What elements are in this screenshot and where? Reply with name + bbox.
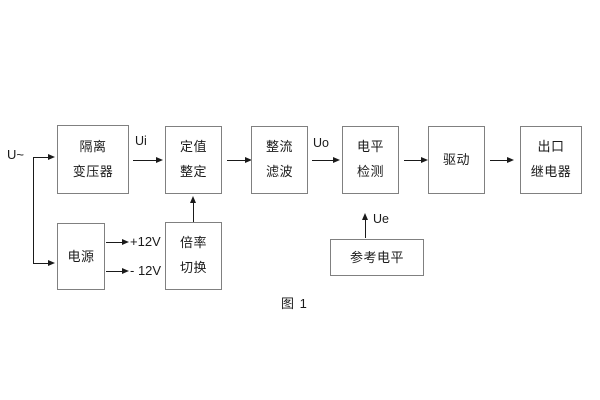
block-setting-value-line-2: 整定 bbox=[179, 164, 207, 179]
block-rectify-filter-line-1: 整流 bbox=[265, 139, 293, 155]
wire-rectify-to-level bbox=[312, 160, 334, 161]
block-drive[interactable]: 驱动 bbox=[428, 126, 485, 194]
wire-supply-positive bbox=[106, 242, 123, 243]
arrow-supply-positive bbox=[122, 238, 129, 245]
input-wire-top-horizontal bbox=[33, 157, 49, 158]
signal-label-ue: Ue bbox=[373, 212, 389, 226]
arrow-multiplier-to-setting bbox=[189, 196, 196, 203]
arrow-to-isolation-transformer bbox=[48, 153, 55, 160]
block-drive-line-1: 驱动 bbox=[442, 152, 470, 168]
block-level-detect[interactable]: 电平 检测 bbox=[342, 126, 399, 194]
wire-reference-to-level bbox=[365, 220, 366, 238]
block-reference-level[interactable]: 参考电平 bbox=[330, 239, 424, 276]
block-multiplier-switch[interactable]: 倍率 切换 bbox=[165, 222, 222, 290]
arrow-isolation-to-setting bbox=[156, 156, 163, 163]
block-power-supply[interactable]: 电源 bbox=[57, 223, 105, 290]
wire-setting-to-rectify bbox=[227, 160, 246, 161]
arrow-to-power-supply bbox=[48, 259, 55, 266]
block-rectify-filter[interactable]: 整流 滤波 bbox=[251, 126, 308, 194]
wire-drive-to-relay bbox=[490, 160, 508, 161]
block-setting-value-line-1: 定值 bbox=[179, 139, 207, 155]
supply-negative-label: - 12V bbox=[130, 263, 162, 278]
wire-level-to-drive bbox=[404, 160, 422, 161]
input-wire-vertical-branch bbox=[33, 157, 34, 263]
block-reference-level-line-1: 参考电平 bbox=[349, 249, 404, 265]
block-output-relay[interactable]: 出口 继电器 bbox=[520, 126, 582, 194]
block-multiplier-switch-line-2: 切换 bbox=[179, 260, 207, 275]
wire-isolation-to-setting bbox=[133, 160, 157, 161]
input-wire-bottom-horizontal bbox=[33, 263, 49, 264]
block-rectify-filter-line-2: 滤波 bbox=[265, 164, 293, 179]
figure-caption: 图 1 bbox=[281, 296, 308, 311]
block-output-relay-line-2: 继电器 bbox=[530, 164, 572, 179]
input-signal-label: U~ bbox=[7, 147, 24, 162]
block-level-detect-line-1: 电平 bbox=[356, 139, 384, 155]
signal-label-ui: Ui bbox=[135, 134, 147, 148]
block-isolation-transformer[interactable]: 隔离 变压器 bbox=[57, 125, 129, 194]
wire-multiplier-to-setting bbox=[193, 203, 194, 222]
block-setting-value[interactable]: 定值 整定 bbox=[165, 126, 222, 194]
arrow-supply-negative bbox=[122, 267, 129, 274]
wire-supply-negative bbox=[106, 271, 123, 272]
signal-label-uo: Uo bbox=[313, 136, 329, 150]
arrow-reference-to-level bbox=[361, 213, 368, 220]
block-isolation-transformer-line-2: 变压器 bbox=[72, 163, 114, 179]
supply-positive-label: +12V bbox=[130, 234, 161, 249]
block-power-supply-line-1: 电源 bbox=[67, 248, 95, 264]
block-output-relay-line-1: 出口 bbox=[537, 139, 565, 155]
block-isolation-transformer-line-1: 隔离 bbox=[79, 138, 107, 154]
block-multiplier-switch-line-1: 倍率 bbox=[179, 235, 207, 251]
block-level-detect-line-2: 检测 bbox=[356, 164, 384, 179]
arrow-drive-to-relay bbox=[507, 156, 514, 163]
arrow-level-to-drive bbox=[421, 156, 428, 163]
arrow-setting-to-rectify bbox=[245, 156, 252, 163]
arrow-rectify-to-level bbox=[333, 156, 340, 163]
